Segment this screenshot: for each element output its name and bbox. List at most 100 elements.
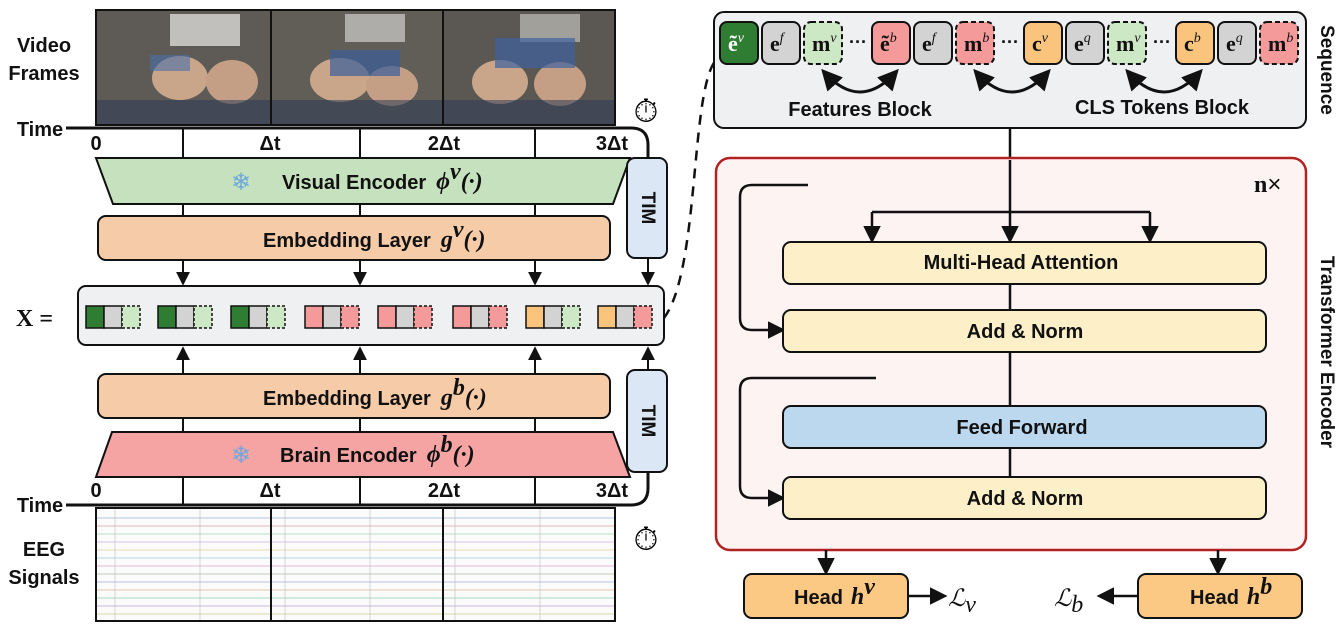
n-times-label: n× (1254, 171, 1281, 198)
visual-encoder (94, 157, 632, 205)
brain-encoder-label: Brain Encoder (280, 445, 417, 467)
feed-forward (782, 405, 1267, 449)
x-token-6-2 (561, 305, 581, 329)
x-token-4-2 (413, 305, 433, 329)
x-token-7-2 (633, 305, 653, 329)
add-norm-2-label: Add & Norm (967, 488, 1084, 510)
x-token-groups (85, 305, 653, 329)
tick-top-0: 0 (90, 133, 101, 155)
tick-top-1: Δt (259, 133, 280, 155)
embedding-layer-brain-label: Embedding Layer (263, 388, 431, 410)
add-norm-1 (782, 309, 1267, 353)
eeg-signals-label-line1: EEG (23, 539, 65, 561)
tick-bottom-1: Δt (259, 480, 280, 502)
x-token-7-0 (597, 305, 617, 329)
x-token-6-1 (543, 305, 563, 329)
x-token-3-2 (340, 305, 360, 329)
x-token-0-0 (85, 305, 105, 329)
video-frames-label-line1: Video (17, 35, 71, 57)
loss-visual: ℒv (948, 586, 976, 618)
sequence-token-label-9: cb (1184, 31, 1201, 56)
tim-label-top: TIM (637, 192, 658, 225)
cls-tokens-block-label: CLS Tokens Block (1075, 97, 1250, 119)
sequence-token-8 (1107, 21, 1147, 65)
x-token-3-1 (322, 305, 342, 329)
tick-bottom-3: 3Δt (596, 480, 628, 502)
sequence-token-6 (1023, 21, 1063, 65)
cross-block-arrow (973, 68, 1051, 94)
tim-label-bottom: TIM (637, 405, 658, 438)
sequence-token-label-1: ef (770, 31, 786, 56)
embedding-layer-visual (97, 215, 611, 261)
sequence-token-3 (871, 21, 911, 65)
x-token-5-2 (488, 305, 508, 329)
time-axis-top (66, 126, 650, 160)
eeg-signals (95, 507, 616, 622)
sequence-token-9 (1175, 21, 1215, 65)
sequence-token-label-0: ẽv (728, 31, 745, 56)
x-token-3-0 (304, 305, 324, 329)
snowflake-icon-visual: ❄ (231, 169, 251, 196)
tick-bottom-0: 0 (90, 480, 101, 502)
video-frames-label-line2: Frames (8, 63, 79, 85)
features-block-label: Features Block (788, 99, 932, 121)
multi-head-attention-label: Multi-Head Attention (924, 252, 1119, 274)
x-token-4-0 (377, 305, 397, 329)
snowflake-icon-brain: ❄ (231, 442, 251, 469)
sequence-token-2 (803, 21, 843, 65)
sequence-token-10 (1217, 21, 1257, 65)
sequence-token-4 (913, 21, 953, 65)
video-frames (95, 9, 616, 126)
sequence-token-label-7: eq (1074, 31, 1091, 56)
sequence-token-11 (1259, 21, 1299, 65)
features-block-arrow (821, 68, 899, 94)
stopwatch-icon-top: ⏱ (634, 93, 659, 129)
ellipsis-2: ··· (1001, 32, 1019, 52)
sequence-token-0 (719, 21, 759, 65)
transformer-encoder-label: Transformer Encoder (1316, 256, 1337, 449)
time-label-bottom: Time (17, 495, 63, 517)
sequence-connector (662, 59, 717, 319)
time-label-top: Time (17, 119, 63, 141)
x-token-2-2 (266, 305, 286, 329)
sequence-token-label-5: mb (964, 31, 989, 56)
tick-top-3: 3Δt (596, 133, 628, 155)
sequence-token-label-8: mv (1116, 31, 1141, 56)
add-norm-2 (782, 476, 1267, 520)
sequence-token-label-2: mv (812, 31, 837, 56)
feed-forward-label: Feed Forward (956, 417, 1087, 439)
embedding-layer-brain (97, 373, 611, 419)
x-token-2-1 (248, 305, 268, 329)
cls-block-arrow (1125, 68, 1203, 94)
x-token-1-1 (175, 305, 195, 329)
eeg-signals-label-line2: Signals (8, 567, 79, 589)
x-matrix-label: X = (16, 306, 53, 332)
sequence-token-5 (955, 21, 995, 65)
sequence-token-1 (761, 21, 801, 65)
multi-head-attention (782, 241, 1267, 285)
brain-encoder (94, 431, 632, 478)
x-matrix (77, 285, 665, 346)
sequence-token-label-6: cv (1032, 31, 1049, 56)
visual-encoder-label: Visual Encoder (282, 172, 426, 194)
time-axis-bottom (66, 472, 650, 507)
x-token-0-2 (121, 305, 141, 329)
sequence-token-label-10: eq (1226, 31, 1243, 56)
loss-brain: ℒb (1054, 586, 1083, 618)
sequence-token-label-4: ef (922, 31, 938, 56)
head-brain-label: Head (1190, 587, 1239, 609)
sequence-token-label-11: mb (1268, 31, 1293, 56)
x-token-6-0 (525, 305, 545, 329)
sequence-token-7 (1065, 21, 1105, 65)
tick-bottom-2: 2Δt (428, 480, 460, 502)
x-token-1-0 (157, 305, 177, 329)
add-norm-1-label: Add & Norm (967, 321, 1084, 343)
x-token-4-1 (395, 305, 415, 329)
x-token-5-0 (452, 305, 472, 329)
x-token-0-1 (103, 305, 123, 329)
